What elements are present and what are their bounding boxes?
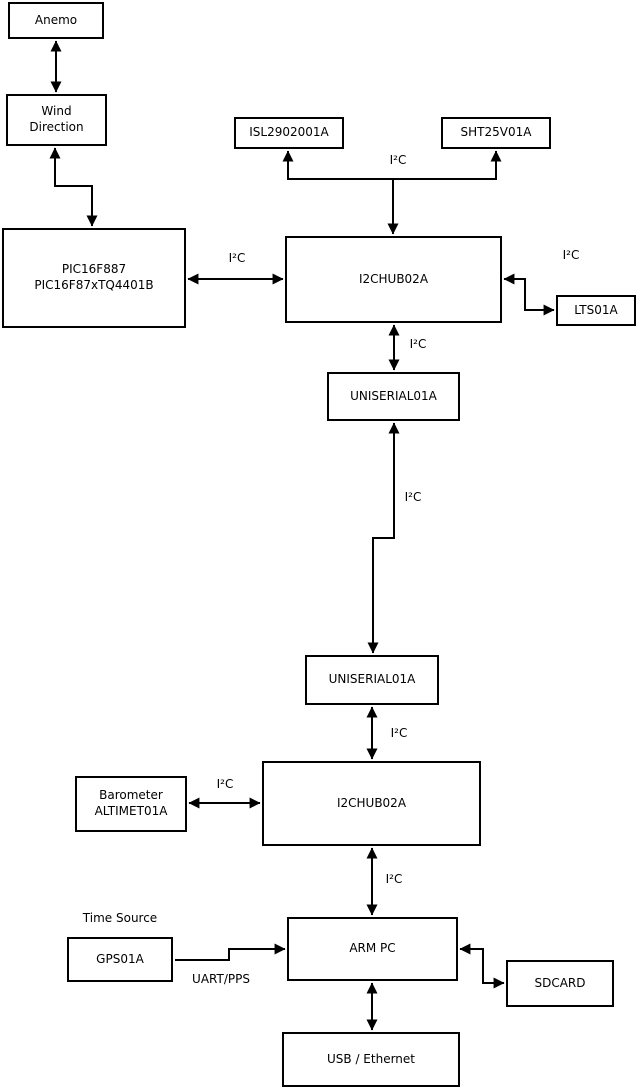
- node-gps01a: GPS01A: [67, 937, 173, 982]
- node-barometer-altimet01a: Barometer ALTIMET01A: [75, 776, 187, 832]
- edge-label-i2c-pic-hub: I²C: [228, 251, 246, 265]
- edge-label-i2c-hub-lts: I²C: [562, 248, 580, 262]
- edge-hub1-lts: [503, 273, 555, 316]
- node-isl2902001a: ISL2902001A: [234, 117, 344, 149]
- edge-label-i2c-hub2-armpc: I²C: [385, 872, 403, 886]
- node-pic16f887: PIC16F887 PIC16F87xTQ4401B: [2, 228, 186, 328]
- edge-label-i2c-hub-sensors: I²C: [389, 153, 407, 167]
- edge-gps-armpc: [175, 943, 286, 961]
- node-anemo: Anemo: [8, 2, 104, 39]
- node-lts01a: LTS01A: [556, 295, 636, 326]
- edge-label-i2c-uniserial-link: I²C: [404, 490, 422, 504]
- edge-uniserial1-uniserial2: [367, 422, 400, 654]
- node-sht25v01a: SHT25V01A: [441, 117, 551, 149]
- edge-armpc-sdcard: [459, 943, 505, 989]
- edge-label-i2c-hub-uniserial: I²C: [409, 337, 427, 351]
- edge-label-i2c-barometer-hub2: I²C: [216, 777, 234, 791]
- node-uniserial01a-top: UNISERIAL01A: [327, 372, 460, 421]
- node-usb-ethernet: USB / Ethernet: [282, 1032, 460, 1087]
- annotation-time-source: Time Source: [82, 911, 158, 925]
- node-sdcard: SDCARD: [506, 960, 614, 1007]
- node-uniserial01a-bottom: UNISERIAL01A: [305, 655, 439, 705]
- edge-wind-pic: [49, 147, 98, 227]
- node-i2chub02a-bottom: I2CHUB02A: [262, 761, 481, 846]
- edge-label-i2c-uniserial-hub2: I²C: [390, 726, 408, 740]
- edge-label-uart-pps: UART/PPS: [192, 972, 250, 986]
- node-arm-pc: ARM PC: [287, 917, 458, 981]
- node-wind-direction: Wind Direction: [6, 94, 107, 146]
- node-i2chub02a-top: I2CHUB02A: [285, 236, 502, 323]
